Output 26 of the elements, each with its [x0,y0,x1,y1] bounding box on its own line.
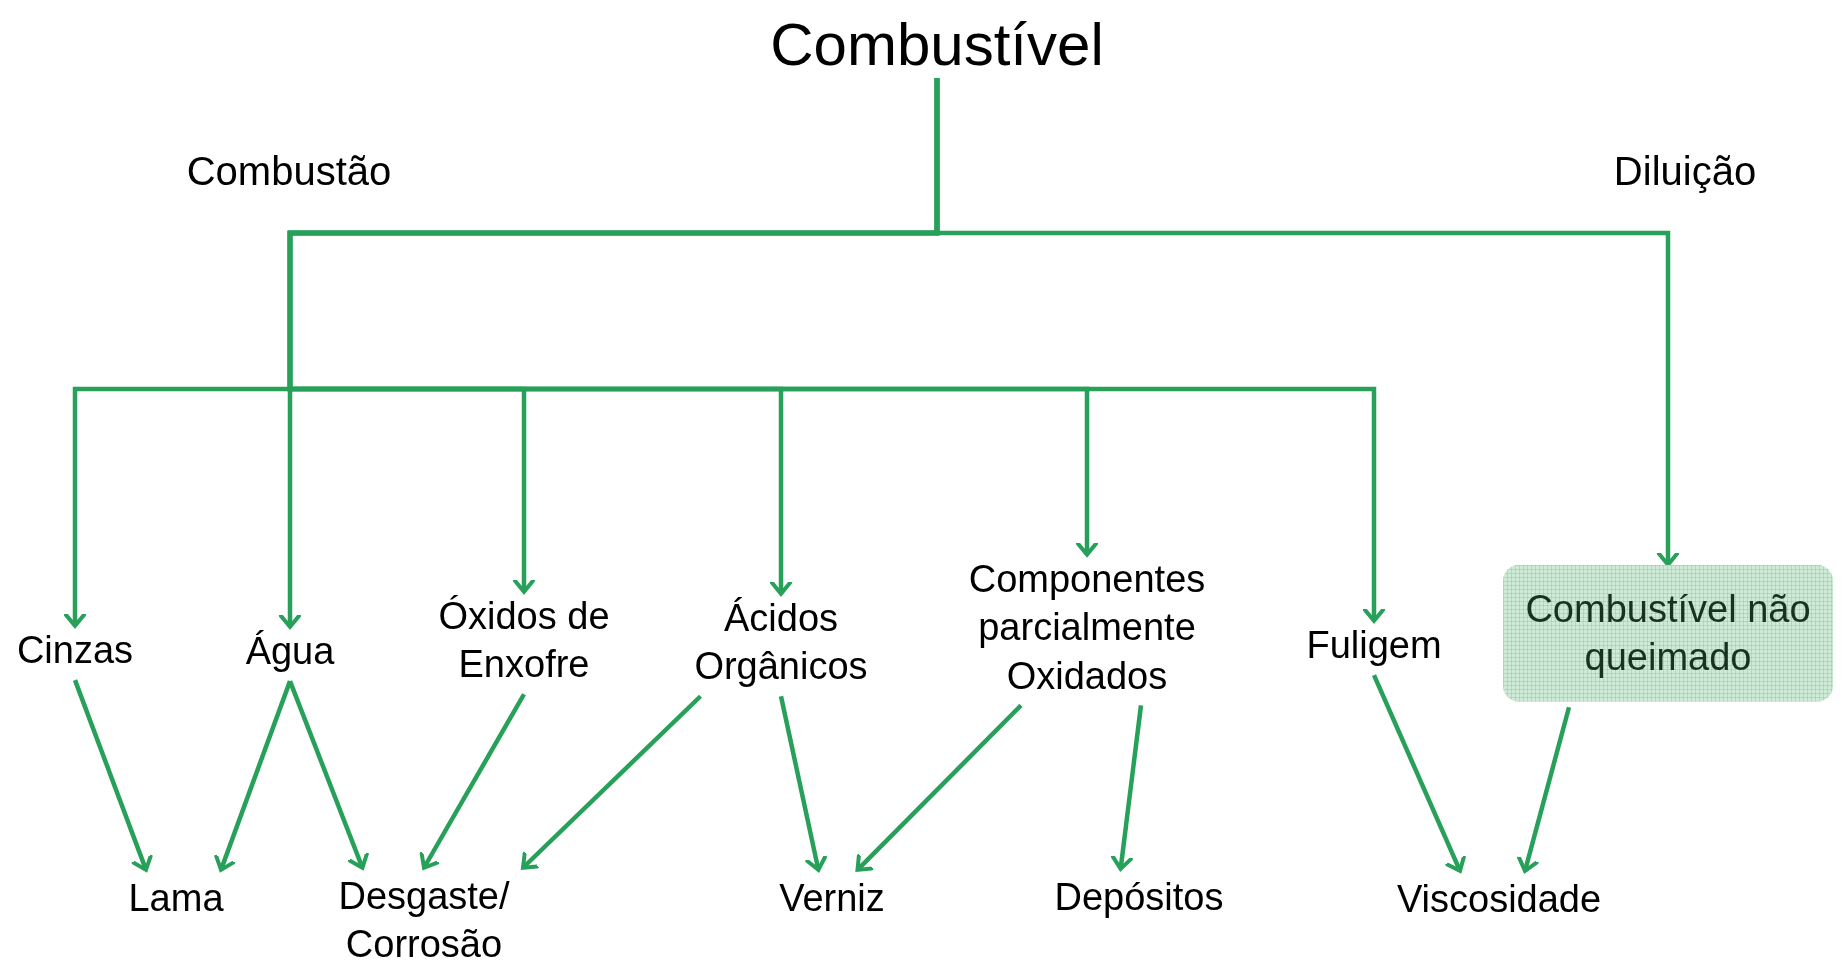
arrow [855,703,1023,872]
root-text: Combustível [727,12,1147,78]
outcome-text: Verniz [747,873,917,923]
outcome-text: Viscosidade [1369,874,1629,924]
outcome-text: Lama [101,873,251,923]
category-text: Ácidos Orgânicos [666,593,896,691]
arrow [934,78,1679,567]
branch-label: Combustão [186,148,392,194]
category-text: Fuligem [1274,620,1474,670]
arrow [419,693,526,870]
arrow [1111,705,1144,871]
process-box: Combustível não queimado [1503,564,1833,702]
category-text: Água [215,626,365,676]
arrow [1371,674,1466,873]
arrow [214,680,293,872]
arrow [778,695,827,872]
arrow [1517,706,1572,873]
outcome-text: Desgaste/ Corrosão [314,871,534,969]
arrow [287,680,369,870]
category-text: Óxidos de Enxofre [409,591,639,689]
arrow [521,694,703,870]
category-text: Componentes parcialmente Oxidados [937,554,1237,700]
arrow [72,679,153,872]
branch-label: Diluição [1613,148,1757,194]
category-text: Cinzas [0,625,150,675]
outcome-text: Depósitos [1024,872,1254,922]
